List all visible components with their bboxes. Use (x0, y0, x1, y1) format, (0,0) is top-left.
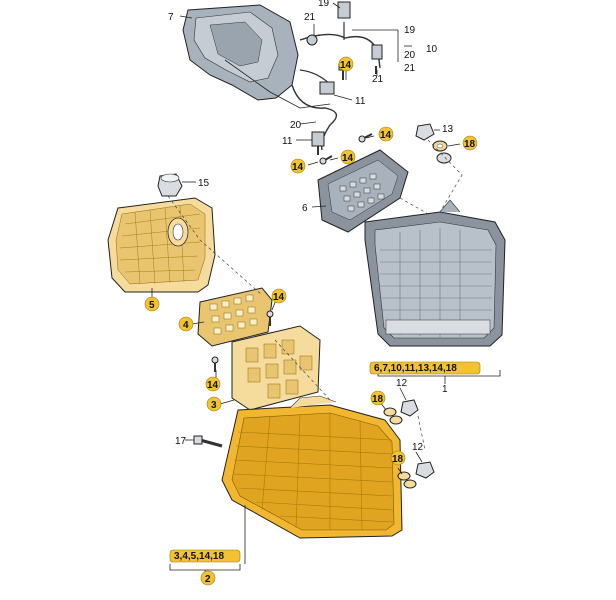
label-19-top: 19 (318, 0, 330, 9)
label-14e: 14 (273, 292, 285, 303)
washer-part-18a (432, 140, 452, 164)
label-21r: 21 (404, 63, 416, 74)
label-14b: 14 (380, 130, 392, 141)
carrier-part-5 (107, 197, 216, 293)
label-19r: 19 (404, 25, 416, 36)
bolt-part-17 (193, 435, 223, 448)
label-1: 1 (442, 384, 448, 395)
label-15: 15 (198, 178, 210, 189)
screw-14f (211, 356, 219, 372)
label-14c: 14 (342, 153, 354, 164)
wiring-harness (291, 1, 383, 155)
label-12a: 12 (396, 378, 408, 389)
tail-lamp-outer-part-2 (221, 395, 403, 539)
nut-part-12b (415, 461, 435, 479)
nut-part-12a (400, 399, 419, 417)
label-13: 13 (442, 124, 454, 135)
label-2: 2 (205, 574, 211, 585)
label-14a: 14 (340, 60, 352, 71)
label-14d: 14 (292, 162, 304, 173)
label-21b: 21 (372, 74, 384, 85)
label-group-1: 6,7,10,11,13,14,18 (374, 363, 457, 374)
washers-18b (383, 407, 403, 425)
grommet-part-15 (157, 173, 183, 197)
washers-18c (397, 471, 417, 489)
label-12b: 12 (412, 442, 424, 453)
label-11b: 11 (282, 136, 293, 147)
badge-shapes (144, 56, 481, 586)
label-11a: 11 (355, 96, 366, 107)
label-14f: 14 (207, 380, 219, 391)
screw-14c (319, 155, 333, 165)
screw-14e (266, 310, 274, 326)
nut-part-13 (415, 123, 435, 141)
label-3: 3 (211, 400, 217, 411)
housing-part-7 (182, 4, 331, 109)
label-4: 4 (183, 320, 189, 331)
label-7: 7 (168, 12, 174, 23)
label-18b: 18 (372, 394, 384, 405)
label-18a: 18 (464, 139, 476, 150)
label-20: 20 (290, 120, 302, 131)
label-18c: 18 (392, 454, 404, 465)
label-10: 10 (426, 44, 438, 55)
label-5: 5 (149, 300, 155, 311)
label-21a: 21 (304, 12, 316, 23)
tail-lamp-inner-part-1 (364, 199, 506, 347)
label-6: 6 (302, 203, 308, 214)
label-17: 17 (175, 436, 187, 447)
bulb-carrier-part-4 (197, 287, 273, 347)
bulb-board-part-3 (231, 325, 321, 411)
screw-14b (358, 133, 373, 143)
label-group-2: 3,4,5,14,18 (174, 551, 224, 562)
label-20r: 20 (404, 50, 416, 61)
leader-lines (151, 2, 461, 475)
